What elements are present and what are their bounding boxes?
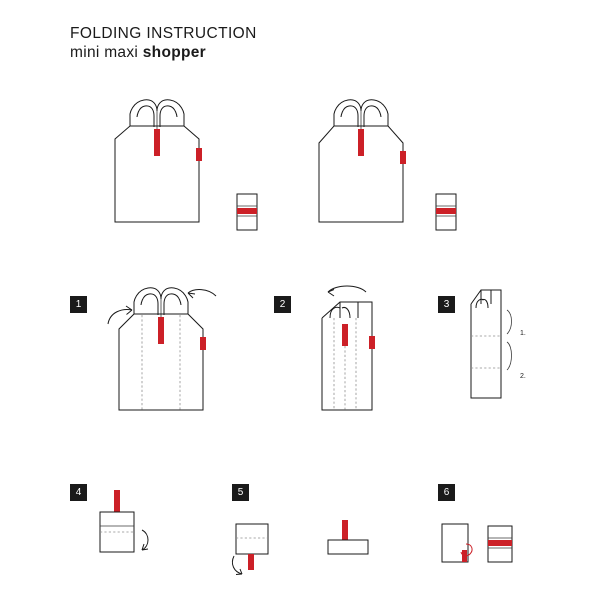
step-badge-4: 4 [70,484,87,501]
figure-top-left-bag [92,96,222,236]
title-line-2-bold: shopper [142,44,207,61]
figure-top-right-pouch [434,192,460,234]
step-badge-3: 3 [438,296,455,313]
figure-step-6-result [484,524,528,580]
step-badge-5: 5 [232,484,249,501]
figure-step-5-result [322,518,382,568]
step-badge-2: 2 [274,296,291,313]
sublabel-fold-1: 1. [520,330,526,337]
step-badge-6: 6 [438,484,455,501]
step-badge-1: 1 [70,296,87,313]
figure-step-1 [96,284,236,424]
figure-step-4 [92,488,172,568]
figure-step-2 [300,284,420,424]
figure-step-6 [436,520,496,580]
title-line-2-normal: mini maxi [70,44,143,61]
page-title: FOLDING INSTRUCTION mini maxi shopper [70,24,257,62]
sublabel-fold-2: 2. [520,373,526,380]
figure-step-5 [228,516,298,586]
title-line-1: FOLDING INSTRUCTION [70,25,257,42]
figure-step-3 [463,284,533,414]
title-line-2: mini maxi shopper [70,43,257,62]
figure-top-right-bag [296,96,426,236]
figure-top-left-pouch [235,192,261,234]
